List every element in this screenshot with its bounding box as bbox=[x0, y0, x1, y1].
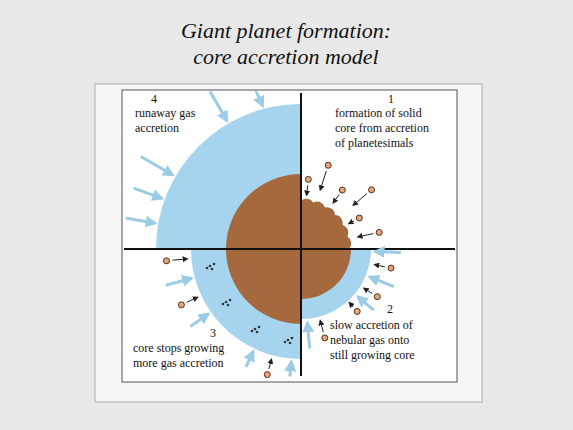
callout-number: 2 bbox=[387, 302, 393, 317]
planetesimal bbox=[369, 187, 375, 193]
gas-dot bbox=[256, 331, 259, 334]
quadrant-divider bbox=[124, 248, 455, 250]
planetesimal-arrow bbox=[353, 194, 367, 206]
planetesimal bbox=[305, 176, 311, 182]
slide-title: Giant planet formation: core accretion m… bbox=[166, 18, 406, 70]
gas-arrow bbox=[358, 297, 374, 311]
planetesimal bbox=[354, 308, 360, 314]
gas-dot bbox=[254, 328, 257, 331]
planetesimal bbox=[264, 372, 270, 378]
callout-number: 4 bbox=[151, 92, 157, 107]
stage-caption: runaway gas accretion bbox=[135, 106, 215, 136]
gas-arrow bbox=[307, 323, 309, 349]
gas-arrow bbox=[256, 91, 263, 106]
gas-arrow bbox=[141, 157, 173, 176]
gas-arrow bbox=[290, 362, 291, 377]
gas-dot bbox=[211, 268, 214, 271]
gas-dot bbox=[258, 326, 261, 329]
planetesimal bbox=[339, 187, 345, 193]
gas-dot bbox=[227, 304, 230, 307]
stage-caption: core stops growing more gas accretion bbox=[133, 341, 233, 371]
quadrant-divider bbox=[300, 93, 302, 376]
diagram-frame bbox=[122, 90, 457, 382]
gas-arrow bbox=[166, 278, 192, 285]
gas-envelope bbox=[301, 249, 371, 319]
planetesimal-arrow bbox=[320, 171, 326, 190]
planetesimal-arrow bbox=[173, 259, 188, 260]
gas-dot bbox=[209, 265, 212, 268]
solid-core bbox=[226, 249, 301, 324]
planetesimal bbox=[388, 265, 394, 271]
gas-arrow bbox=[375, 250, 401, 254]
planetesimal-arrow bbox=[349, 303, 353, 308]
planetesimal-arrow bbox=[187, 297, 198, 302]
gas-dot bbox=[289, 342, 292, 345]
gas-dot bbox=[251, 330, 254, 333]
gas-arrow bbox=[126, 218, 156, 223]
gas-dot bbox=[213, 263, 216, 266]
planetesimal-arrow bbox=[349, 221, 354, 224]
planetesimal-arrow bbox=[307, 185, 308, 195]
gas-dot bbox=[291, 337, 294, 340]
gas-dot bbox=[229, 299, 232, 302]
gas-dot bbox=[206, 267, 209, 270]
stage-caption: formation of solid core from accretion o… bbox=[335, 106, 435, 151]
planetesimal-arrow bbox=[374, 265, 385, 267]
gas-arrow bbox=[134, 188, 162, 198]
planetesimal-arrow bbox=[320, 321, 323, 333]
gas-dot bbox=[287, 339, 290, 342]
planetesimal-arrow bbox=[358, 234, 374, 237]
gas-dot bbox=[225, 301, 228, 304]
gas-arrow bbox=[370, 277, 394, 287]
planetesimal-arrow bbox=[364, 288, 372, 293]
callout-number: 1 bbox=[388, 92, 394, 107]
planetesimal bbox=[164, 258, 170, 264]
callout-number: 3 bbox=[210, 326, 216, 341]
stage-caption: slow accretion of nebular gas onto still… bbox=[330, 318, 422, 363]
gas-dot bbox=[222, 303, 225, 306]
solid-core bbox=[301, 249, 351, 299]
gas-dot bbox=[284, 341, 287, 344]
gas-arrow bbox=[210, 91, 227, 120]
slide-panel bbox=[95, 84, 482, 402]
planetesimal bbox=[356, 215, 362, 221]
planetesimal bbox=[376, 229, 382, 235]
planetesimal bbox=[322, 335, 328, 341]
gas-arrow bbox=[190, 314, 208, 327]
planetesimal bbox=[178, 302, 184, 308]
planetesimal bbox=[374, 294, 380, 300]
planetesimal-arrow bbox=[269, 359, 272, 369]
solid-core bbox=[226, 174, 301, 249]
gas-arrow bbox=[246, 351, 253, 366]
growing-core bbox=[301, 199, 351, 249]
planetesimal bbox=[325, 162, 331, 168]
planetesimal-arrow bbox=[333, 195, 339, 203]
